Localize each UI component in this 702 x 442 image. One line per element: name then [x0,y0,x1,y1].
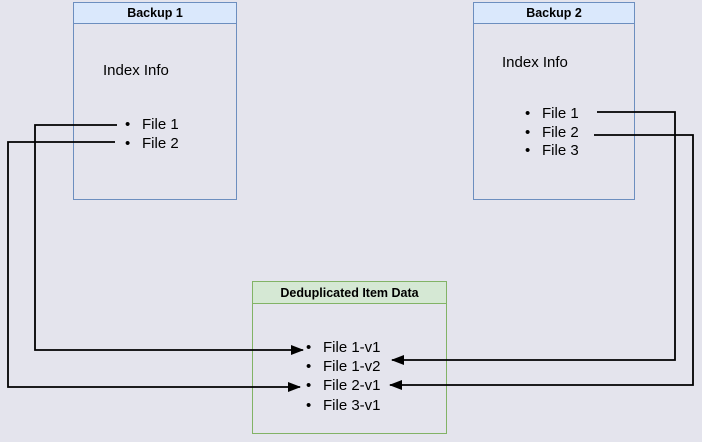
backup2-file-list: File 1 File 2 File 3 [525,105,579,161]
backup1-file-2: File 2 [125,135,179,154]
dedup-title: Deduplicated Item Data [253,282,446,304]
backup1-file-1: File 1 [125,116,179,135]
dedup-item-file1-v2: File 1-v2 [306,357,381,376]
dedup-item-file3-v1: File 3-v1 [306,396,381,415]
dedup-item-file1-v1: File 1-v1 [306,338,381,357]
backup2-box: Backup 2 Index Info File 1 File 2 File 3 [473,2,635,200]
backup2-file-2: File 2 [525,124,579,143]
backup1-box: Backup 1 Index Info File 1 File 2 [73,2,237,200]
backup1-file-list: File 1 File 2 [125,116,179,153]
backup1-index-info-label: Index Info [103,62,169,79]
backup2-file-1: File 1 [525,105,579,124]
dedup-item-list: File 1-v1 File 1-v2 File 2-v1 File 3-v1 [306,338,381,415]
backup2-title: Backup 2 [474,3,634,24]
backup2-file-3: File 3 [525,142,579,161]
backup1-title: Backup 1 [74,3,236,24]
deduplicated-item-data-box: Deduplicated Item Data File 1-v1 File 1-… [252,281,447,434]
dedup-item-file2-v1: File 2-v1 [306,376,381,395]
backup2-index-info-label: Index Info [502,54,568,71]
